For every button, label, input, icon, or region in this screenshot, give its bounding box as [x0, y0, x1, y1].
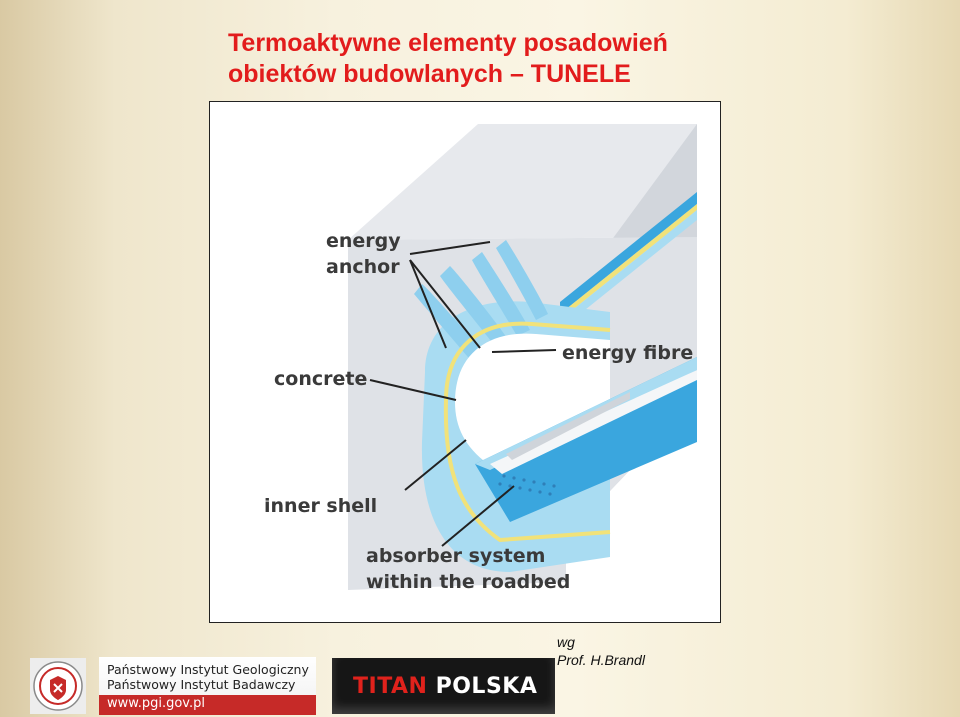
road-surface	[490, 370, 697, 474]
energy-fibre-lower	[443, 399, 611, 543]
label-absorber-system: absorber system within the roadbed	[366, 543, 570, 595]
leader-absorber	[441, 485, 515, 547]
credit-line-2: Prof. H.Brandl	[557, 652, 645, 668]
titan-polska-logo: TITAN POLSKA	[332, 658, 555, 714]
leader-concrete	[369, 379, 457, 401]
label-energy-anchor-line-1: energy	[326, 230, 401, 252]
tunnel-illustration	[348, 124, 697, 590]
leader-energy-anchor-c	[409, 259, 481, 349]
pgi-name-line-1: Państwowy Instytut Geologiczny	[107, 662, 309, 677]
credit-line-1: wg	[557, 634, 575, 650]
polska-word: POLSKA	[435, 674, 538, 699]
label-energy-anchor: energy anchor	[326, 228, 401, 280]
road-curb	[506, 392, 630, 460]
pgi-emblem-logo	[30, 658, 86, 714]
label-energy-anchor-line-2: anchor	[326, 256, 400, 278]
leader-energy-anchor-a	[409, 241, 491, 255]
slide-title-line-2: obiektów budowlanych – TUNELE	[228, 60, 631, 88]
titan-polska-wordmark: TITAN POLSKA	[353, 674, 537, 699]
block-top-face	[348, 124, 697, 240]
lining-blue-stripe	[560, 192, 697, 314]
slide-title-line-1: Termoaktywne elementy posadowień	[228, 29, 668, 57]
label-concrete: concrete	[274, 368, 368, 390]
slide-title: Termoaktywne elementy posadowień obiektó…	[228, 28, 668, 90]
lining-light-stripe	[560, 210, 697, 330]
pgi-website-link[interactable]: www.pgi.gov.pl	[107, 696, 205, 711]
energy-anchor-finger-4	[496, 240, 548, 320]
titan-word: TITAN	[353, 674, 428, 699]
label-absorber-line-2: within the roadbed	[366, 571, 571, 593]
leader-lines	[369, 241, 557, 547]
absorber-pipes	[498, 474, 556, 496]
tunnel-diagram: energy anchor energy fibre concrete inne…	[209, 101, 721, 623]
pgi-url-bar: www.pgi.gov.pl	[99, 695, 316, 715]
leader-inner-shell	[404, 439, 467, 491]
energy-anchor-finger-3	[472, 252, 530, 336]
label-energy-fibre: energy fibre	[562, 342, 694, 364]
leader-energy-anchor-b	[409, 259, 447, 349]
figure-credit: wg Prof. H.Brandl	[557, 633, 645, 669]
label-absorber-line-1: absorber system	[366, 545, 546, 567]
label-inner-shell: inner shell	[264, 495, 378, 517]
pgi-name-line-2: Państwowy Instytut Badawczy	[107, 677, 296, 692]
lining-yellow-stripe	[560, 204, 697, 320]
leader-energy-fibre	[491, 349, 557, 353]
